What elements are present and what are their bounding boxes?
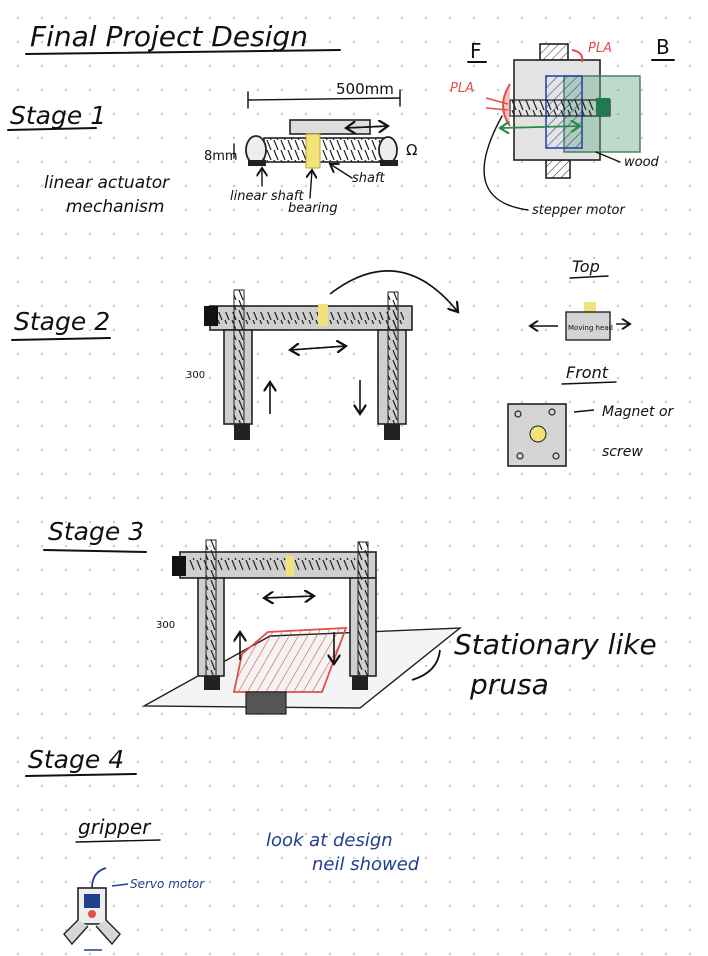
right-jaw <box>95 919 121 946</box>
stage2-left-screw <box>233 289 245 425</box>
stage3-bed-block <box>245 691 287 715</box>
stage4-label: Stage 4 <box>28 745 124 774</box>
stage2-motor-left <box>204 306 218 326</box>
magnet-label-line1: Magnet or <box>602 404 675 420</box>
back-label: B <box>656 35 670 59</box>
stage4-note-line2: neil showed <box>312 854 420 875</box>
stage2-carriage <box>318 304 328 326</box>
stage2-gantry-drawing <box>204 270 458 440</box>
length-label: 500mm <box>336 80 394 98</box>
stage3-note-line2: prusa <box>469 668 549 701</box>
stage4-note-line1: look at design <box>266 830 393 851</box>
end-view-mark: Ω <box>406 141 417 159</box>
lead-screw <box>263 137 385 163</box>
linear-actuator-drawing <box>245 119 398 169</box>
end-assembly-drawing <box>485 43 641 179</box>
length-dimension <box>247 89 401 109</box>
shaft-label: shaft <box>352 171 386 186</box>
bearing-block <box>305 133 321 169</box>
pla-top-piece <box>571 49 584 63</box>
shaft-coupler <box>596 98 610 116</box>
gripper-drawing <box>63 867 129 951</box>
front-label: F <box>470 39 482 63</box>
stage3-carriage <box>286 556 294 576</box>
stage2-lead-screw <box>218 312 404 324</box>
left-mount <box>248 160 266 166</box>
stage2-height-label: 300 <box>186 370 205 381</box>
magnet-label-line2: screw <box>602 444 643 460</box>
stage3-printer-drawing <box>141 539 463 715</box>
moving-head-front-view <box>507 403 595 467</box>
stage2-right-screw <box>387 291 399 425</box>
servo-motor-label: Servo motor <box>130 877 205 891</box>
left-end-bearing <box>245 135 267 165</box>
top-mount <box>539 43 569 61</box>
moving-head-label: Moving head <box>568 324 613 332</box>
stage2-label: Stage 2 <box>14 307 110 336</box>
left-jaw <box>63 919 89 946</box>
green-travel-arrow-left <box>500 126 581 128</box>
bottom-mount <box>545 159 571 179</box>
pla-top-label: PLA <box>588 41 612 56</box>
gripper-label: gripper <box>78 815 152 839</box>
stage1-label: Stage 1 <box>10 101 106 130</box>
bearing-label-line1: linear shaft <box>230 189 304 204</box>
top-view-label: Top <box>572 257 600 276</box>
stage1-note-line2: mechanism <box>66 197 164 217</box>
wood-label: wood <box>624 155 660 170</box>
front-view-label: Front <box>566 363 609 382</box>
bearing-label-line2: bearing <box>288 201 338 216</box>
servo-motor <box>84 894 100 908</box>
stepper-motor-label: stepper motor <box>532 203 627 218</box>
end-screw <box>509 99 611 117</box>
zoom-arrow <box>329 270 458 312</box>
pla-left-label: PLA <box>450 81 474 96</box>
stage3-height-label: 300 <box>156 620 175 631</box>
diameter-label: 8mm <box>204 149 238 164</box>
title-underline <box>25 49 341 55</box>
stage2-left-foot <box>234 424 250 440</box>
travel-arrow-left <box>346 126 389 128</box>
moving-head-top-view <box>530 302 630 341</box>
servo-horn <box>88 910 96 918</box>
right-end-bearing <box>378 136 398 164</box>
stage3-label: Stage 3 <box>48 517 144 546</box>
stage3-note-line1: Stationary like <box>454 628 657 661</box>
right-mount <box>380 160 398 166</box>
page-title: Final Project Design <box>30 20 308 53</box>
pla-left-piece <box>502 83 511 127</box>
stage2-right-foot <box>384 424 400 440</box>
stage1-note-line1: linear actuator <box>44 173 170 193</box>
